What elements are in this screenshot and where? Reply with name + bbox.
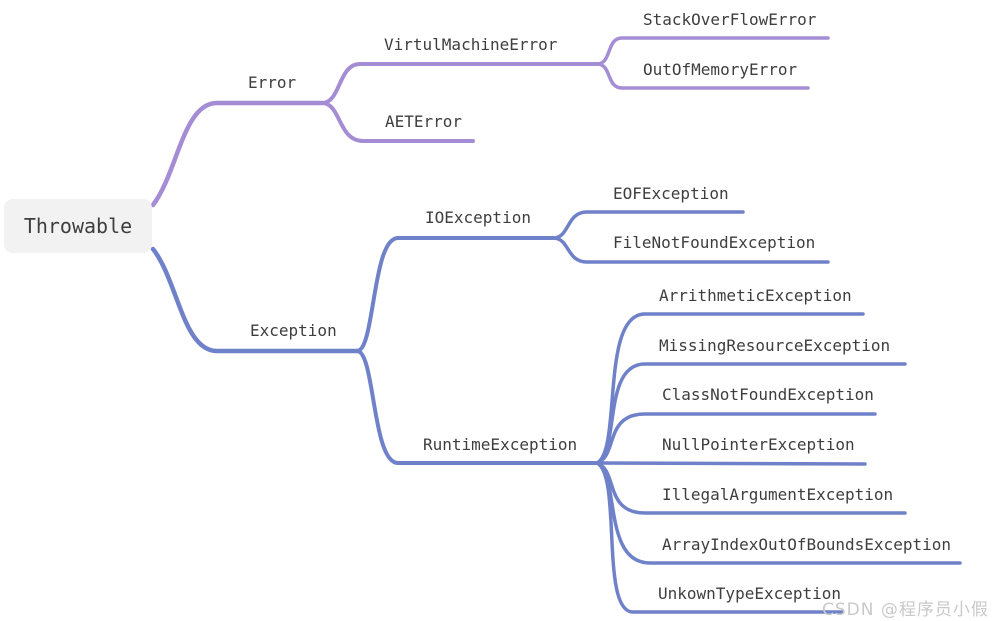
- node-nullpointerexception[interactable]: NullPointerException: [662, 435, 855, 454]
- csdn-watermark: CSDN @程序员小假: [822, 600, 989, 620]
- node-illegalargumentexception[interactable]: IllegalArgumentException: [662, 485, 894, 504]
- node-aeterror[interactable]: AETError: [385, 112, 463, 131]
- node-exception[interactable]: Exception: [250, 321, 337, 340]
- node-missingresourceexception[interactable]: MissingResourceException: [659, 336, 891, 355]
- node-virtulmachineerror[interactable]: VirtulMachineError: [384, 35, 558, 54]
- node-error[interactable]: Error: [248, 73, 297, 92]
- node-arrithmeticexception[interactable]: ArrithmeticException: [659, 286, 852, 305]
- node-throwable[interactable]: Throwable: [4, 199, 152, 253]
- node-classnotfoundexception[interactable]: ClassNotFoundException: [662, 385, 874, 404]
- edge-exception-ioexception: [355, 236, 555, 353]
- node-throwable-label: Throwable: [23, 214, 133, 238]
- node-stackoverflowerror[interactable]: StackOverFlowError: [643, 10, 817, 29]
- node-outofmemoryerror[interactable]: OutOfMemoryError: [643, 60, 798, 79]
- edge-throwable-error: [150, 100, 325, 208]
- node-filenotfoundexception[interactable]: FileNotFoundException: [613, 233, 816, 252]
- edge-error-aeterror: [320, 101, 475, 143]
- node-runtimeexception[interactable]: RuntimeException: [423, 435, 578, 454]
- node-arrayindexoutofboundsexception[interactable]: ArrayIndexOutOfBoundsException: [662, 535, 951, 554]
- edge-virtulmachineerror-outofmemoryerror: [595, 62, 810, 90]
- node-unkowntypeexception[interactable]: UnkownTypeException: [658, 584, 842, 603]
- edge-throwable-exception: [150, 246, 360, 354]
- edge-runtime-missingresourceexception: [595, 362, 907, 465]
- node-ioexception[interactable]: IOException: [425, 208, 531, 227]
- edge-runtime-unkowntypeexception: [595, 461, 844, 614]
- edge-error-virtulmachineerror: [320, 62, 599, 105]
- edge-runtime-nullclassnotfoundexception: [595, 412, 877, 465]
- edge-exception-runtimeexception: [355, 349, 599, 465]
- edge-runtime-nullpointerexception: [595, 461, 867, 466]
- edge-ioexception-filenotfoundexception: [551, 236, 830, 264]
- node-eofexception[interactable]: EOFException: [613, 184, 729, 203]
